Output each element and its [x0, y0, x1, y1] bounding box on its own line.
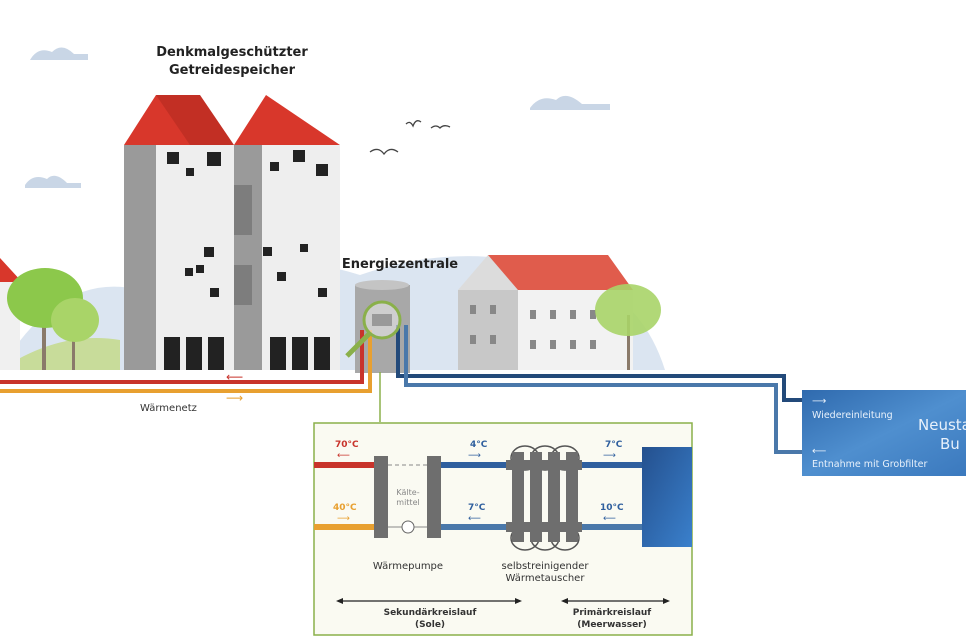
arrow-left-icon: ⟵ — [603, 514, 616, 524]
arrow-left-icon: ⟵ — [812, 446, 826, 457]
temp-return-in: 40°C — [333, 503, 357, 513]
heat-pump-condenser — [374, 456, 388, 538]
secondary-circuit-label: Sekundärkreislauf — [384, 608, 477, 618]
arrow-right-icon: ⟶ — [812, 396, 826, 407]
heat-exchanger-label: selbstreinigender — [501, 561, 589, 572]
temp-secondary-bottom: 7°C — [468, 503, 486, 513]
primary-circuit-label: Primärkreislauf — [573, 608, 652, 618]
arrow-left-icon: ⟵ — [468, 514, 481, 524]
house-right — [458, 255, 661, 370]
granary-building — [124, 95, 340, 370]
temp-primary-top: 7°C — [605, 440, 623, 450]
granary-label: Denkmalgeschützter — [156, 45, 308, 60]
arrow-left-icon: ⟵ — [337, 451, 350, 461]
pump-icon — [401, 520, 415, 534]
primary-circuit-label-2: (Meerwasser) — [577, 620, 646, 630]
birds-icon — [369, 120, 451, 156]
arrow-right-icon: ⟶ — [468, 451, 481, 461]
sea-name-label-2: Bu — [940, 435, 960, 453]
seawater-tank — [642, 447, 692, 547]
sea-box — [802, 390, 966, 476]
refrigerant-label: Kälte- — [396, 488, 419, 497]
clouds — [25, 47, 610, 188]
refrigerant-label-2: mittel — [396, 498, 419, 507]
seawater-pipes — [396, 325, 805, 454]
arrow-right-icon: ⟶ — [603, 451, 616, 461]
arrow-right-icon: ⟶ — [337, 514, 350, 524]
heat-pump-evaporator — [427, 456, 441, 538]
arrowheads — [336, 598, 670, 604]
detail-panel: 70°C ⟵ 40°C ⟶ 4°C ⟶ 7°C ⟵ 7°C ⟶ 10°C ⟵ K… — [313, 422, 693, 636]
magnifier-icon — [345, 300, 402, 358]
arrow-right-icon: ⟶ — [226, 391, 243, 405]
granary-label-2: Getreidespeicher — [169, 63, 296, 78]
heat-network-pipes — [0, 330, 372, 393]
meadow — [0, 338, 120, 370]
trees-left — [7, 268, 99, 370]
heat-exchanger-icon — [506, 445, 582, 551]
reinjection-label: Wiedereinleitung — [812, 410, 893, 421]
energy-center-label: Energiezentrale — [342, 257, 458, 272]
temp-secondary-top: 4°C — [470, 440, 488, 450]
heat-pump-label: Wärmepumpe — [373, 561, 443, 572]
heat-network-label: Wärmenetz — [140, 403, 197, 414]
sea-name-label: Neusta — [918, 416, 966, 434]
heat-exchanger-label-2: Wärmetauscher — [506, 573, 586, 584]
temp-hot-out: 70°C — [335, 440, 359, 450]
arrow-left-icon: ⟵ — [226, 370, 243, 384]
temp-primary-bottom: 10°C — [600, 503, 624, 513]
intake-label: Entnahme mit Grobfilter — [812, 459, 927, 470]
secondary-circuit-label-2: (Sole) — [415, 620, 445, 630]
